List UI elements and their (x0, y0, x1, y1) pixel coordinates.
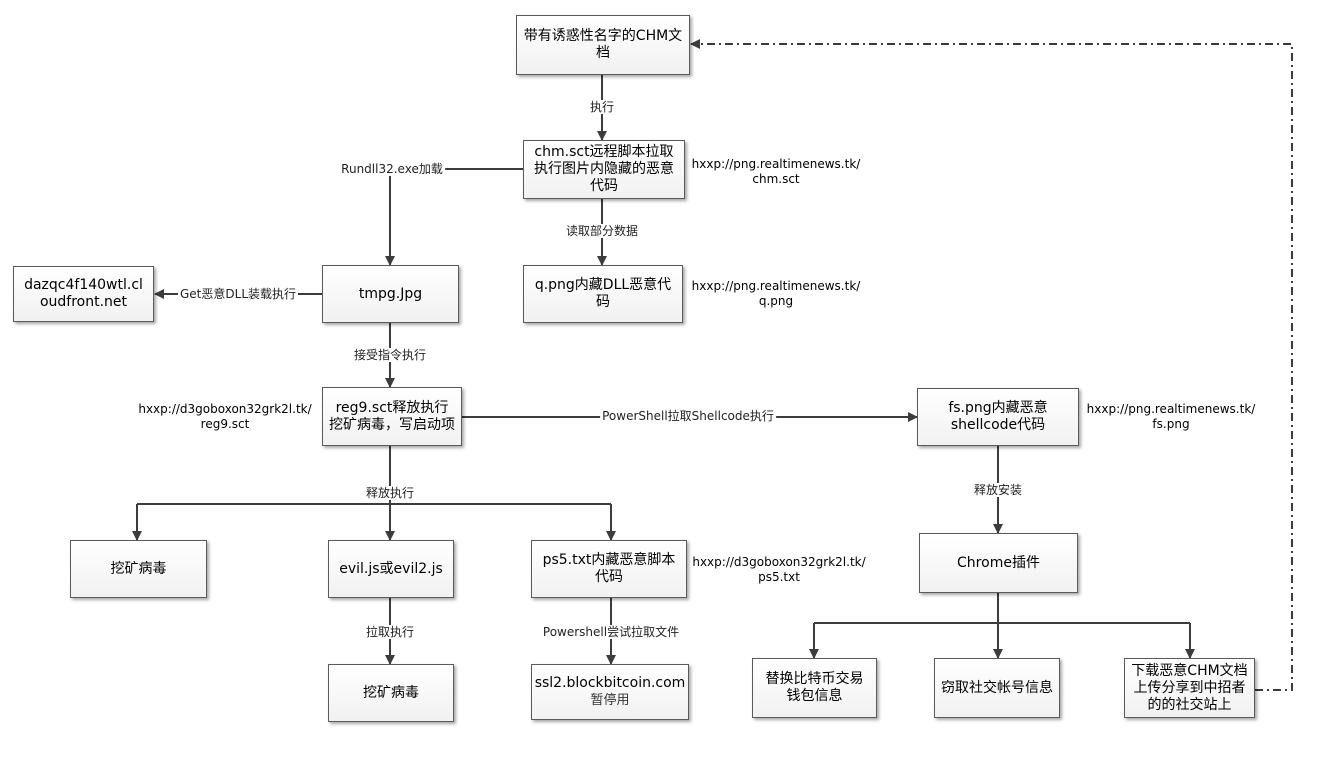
node-mining-virus-a: 挖矿病毒 (70, 540, 207, 598)
ssl2-domain: ssl2.blockbitcoin.com (534, 675, 686, 691)
url-chm-sct: hxxp://png.realtimenews.tk/chm.sct (691, 157, 861, 186)
node-cloudfront-host: dazqc4f140wtl.cloudfront.net (13, 266, 154, 322)
label-execute: 执行 (587, 100, 617, 114)
label-powershell-try: Powershell尝试拉取文件 (540, 625, 682, 639)
label-release-install: 释放安装 (971, 483, 1025, 497)
url-q-png: hxxp://png.realtimenews.tk/q.png (691, 279, 861, 308)
label-rundll32: Rundll32.exe加载 (339, 162, 445, 176)
node-tmpg-jpg: tmpg.Jpg (322, 265, 459, 323)
edge-sct-to-tmpg (385, 168, 523, 266)
node-chm-document: 带有诱惑性名字的CHM文档 (516, 15, 690, 75)
node-download-chm-share: 下载恶意CHM文档上传分享到中招者的的社交站上 (1124, 658, 1255, 718)
url-reg9-sct: hxxp://d3goboxon32grk2l.tk/reg9.sct (138, 402, 312, 431)
label-get-dll: Get恶意DLL装载执行 (178, 287, 298, 301)
label-powershell-shellcode: PowerShell拉取Shellcode执行 (600, 409, 776, 423)
node-mining-virus-b: 挖矿病毒 (328, 664, 454, 722)
node-chm-sct-script: chm.sct远程脚本拉取执行图片内隐藏的恶意代码 (523, 140, 685, 199)
node-fs-png: fs.png内藏恶意shellcode代码 (917, 388, 1079, 446)
node-reg9-sct: reg9.sct释放执行挖矿病毒，写启动项 (322, 387, 462, 446)
edge-feedback-loop (690, 39, 1293, 691)
url-ps5-txt: hxxp://d3goboxon32grk2l.tk/ps5.txt (692, 555, 866, 584)
node-ps5-txt: ps5.txt内藏恶意脚本代码 (531, 540, 687, 598)
ssl2-status: 暂停用 (590, 693, 630, 708)
node-q-png: q.png内藏DLL恶意代码 (523, 265, 683, 323)
label-accept-cmd: 接受指令执行 (351, 348, 429, 362)
label-release-exec: 释放执行 (363, 486, 417, 500)
node-steal-social-accounts: 窃取社交帐号信息 (934, 658, 1060, 718)
label-pull-exec: 拉取执行 (363, 625, 417, 639)
node-chrome-extension: Chrome插件 (919, 533, 1078, 593)
node-ssl2-blockbitcoin: ssl2.blockbitcoin.com 暂停用 (531, 664, 689, 720)
url-fs-png: hxxp://png.realtimenews.tk/fs.png (1086, 402, 1256, 431)
label-read-partial: 读取部分数据 (563, 224, 641, 238)
node-replace-btc-wallet: 替换比特币交易钱包信息 (752, 658, 877, 718)
node-evil-js: evil.js或evil2.js (328, 540, 454, 598)
